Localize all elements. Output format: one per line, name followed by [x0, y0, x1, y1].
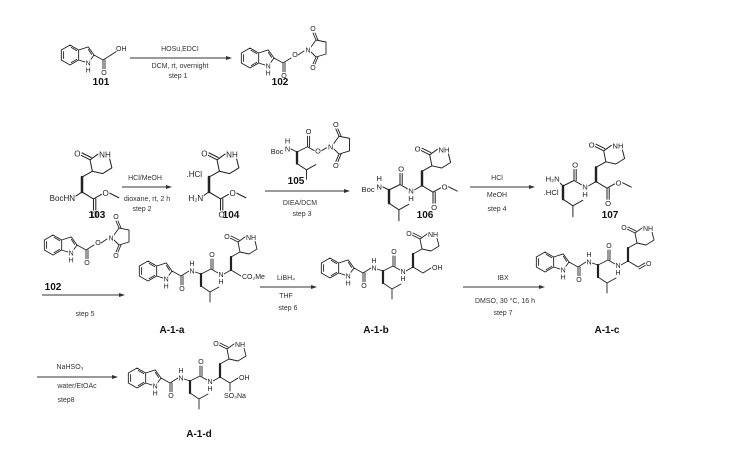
- compound-label-101: 101: [93, 77, 110, 88]
- svg-text:OH: OH: [239, 375, 250, 382]
- svg-text:O: O: [306, 127, 312, 136]
- svg-text:MeOH: MeOH: [487, 192, 507, 199]
- arrow-step-3: DIEA/DCM step 3: [265, 189, 350, 218]
- svg-text:OH: OH: [116, 46, 127, 53]
- arrow-step-1: HOSu,EDCI DCM, rt, overnight step 1: [130, 46, 232, 80]
- svg-text:DIEA/DCM: DIEA/DCM: [283, 200, 317, 207]
- svg-text:step 4: step 4: [487, 206, 506, 213]
- compound-105: N H Boc O O: [270, 118, 351, 180]
- compound-A-1-c: O: [536, 225, 654, 293]
- svg-text:dioxane, rt, 2 h: dioxane, rt, 2 h: [124, 196, 170, 203]
- svg-text:THF: THF: [279, 293, 293, 300]
- compound-label-104: 104: [223, 210, 240, 221]
- svg-text:HCl: HCl: [491, 175, 503, 182]
- svg-text:Boc: Boc: [361, 185, 374, 194]
- compound-label-107: 107: [602, 210, 619, 221]
- compound-101: OH 101: [60, 44, 128, 88]
- svg-text:H₂N: H₂N: [546, 175, 560, 184]
- compound-label-106: 106: [417, 210, 434, 221]
- reagent-102-structure: O 102: [43, 213, 130, 293]
- compound-label-102: 102: [272, 77, 289, 88]
- svg-text:step 2: step 2: [132, 206, 151, 213]
- compound-label-A-1-d: A-1-d: [186, 429, 212, 440]
- compound-107: H₂N .HCl: [543, 141, 633, 217]
- compound-106: N H Boc: [360, 145, 459, 221]
- svg-text:H: H: [285, 137, 290, 146]
- svg-text:HCl/MeOH: HCl/MeOH: [128, 175, 162, 182]
- compound-104: H₂N .HCl: [185, 149, 247, 221]
- svg-text:step 7: step 7: [493, 310, 512, 317]
- svg-text:DMSO, 30 °C, 16 h: DMSO, 30 °C, 16 h: [475, 297, 535, 305]
- svg-text:step 5: step 5: [75, 311, 94, 318]
- arrow-step-7: IBX DMSO, 30 °C, 16 h step 7: [463, 275, 545, 317]
- svg-text:O: O: [292, 52, 298, 59]
- svg-text:Boc: Boc: [271, 147, 284, 156]
- reagent: HOSu,EDCI: [161, 46, 199, 53]
- arrow-step-4: HCl MeOH step 4: [470, 175, 535, 213]
- svg-text:LiBH₄: LiBH₄: [277, 275, 295, 282]
- svg-text:IBX: IBX: [497, 275, 509, 282]
- compound-label-103: 103: [89, 210, 106, 221]
- svg-text:H₂N: H₂N: [189, 194, 204, 203]
- compound-A-1-d: OH SO₃Na: [128, 341, 251, 409]
- svg-text:CO₂Me: CO₂Me: [242, 274, 265, 281]
- svg-text:N: N: [376, 182, 382, 191]
- svg-text:.HCl: .HCl: [186, 170, 202, 179]
- svg-text:H: H: [376, 174, 382, 183]
- svg-text:step8: step8: [57, 397, 74, 404]
- svg-text:SO₃Na: SO₃Na: [224, 393, 246, 400]
- compound-label-A-1-b: A-1-b: [363, 325, 389, 336]
- compound-103: BocHN: [48, 149, 120, 221]
- compound-102: O 102: [240, 25, 327, 88]
- svg-text:water/EtOAc: water/EtOAc: [56, 383, 97, 390]
- svg-text:BocHN: BocHN: [50, 194, 76, 203]
- arrow-step-2: HCl/MeOH dioxane, rt, 2 h step 2: [122, 175, 172, 213]
- svg-text:step 6: step 6: [278, 305, 297, 312]
- svg-text:N: N: [285, 144, 290, 153]
- svg-text:O: O: [315, 147, 321, 156]
- reagent-label-102: 102: [45, 282, 62, 293]
- arrow-step-6: LiBH₄ THF step 6: [260, 275, 317, 312]
- svg-text:O: O: [646, 261, 652, 268]
- step-label: step 1: [168, 73, 187, 80]
- svg-text:OH: OH: [432, 265, 443, 272]
- compound-A-1-a: CO₂Me: [139, 234, 266, 302]
- svg-text:.HCl: .HCl: [544, 188, 559, 197]
- conditions: DCM, rt, overnight: [152, 63, 209, 70]
- compound-A-1-b: OH: [321, 231, 444, 299]
- compound-label-A-1-a: A-1-a: [159, 325, 184, 336]
- svg-text:NaHSO₃: NaHSO₃: [57, 364, 84, 371]
- compound-label-A-1-c: A-1-c: [594, 325, 619, 336]
- svg-text:O: O: [95, 240, 101, 247]
- arrow-step-5: step 5: [42, 293, 125, 318]
- compound-label-105: 105: [288, 176, 305, 187]
- arrow-step-8: NaHSO₃ water/EtOAc step8: [37, 364, 118, 404]
- svg-text:step 3: step 3: [292, 211, 311, 218]
